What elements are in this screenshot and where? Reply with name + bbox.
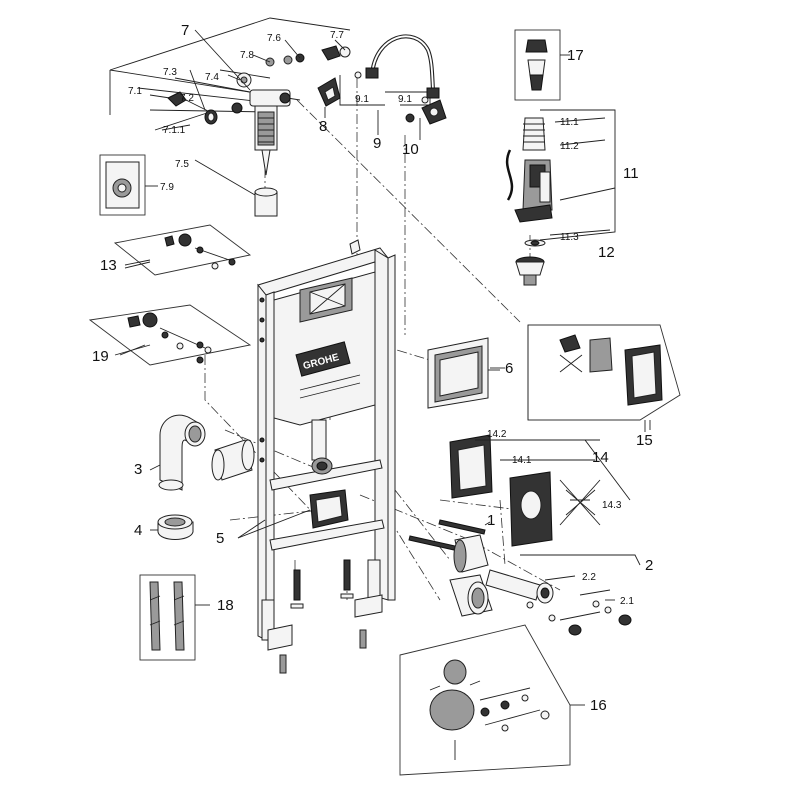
label-2-2: 2.2	[582, 572, 596, 583]
label-12: 12	[598, 244, 615, 261]
label-7-4: 7.4	[205, 72, 219, 83]
label-13: 13	[100, 257, 117, 274]
part-12-outlet	[515, 256, 545, 286]
part-pipe-connector	[211, 439, 255, 481]
label-5: 5	[216, 530, 224, 547]
part-7-small-fittings	[167, 45, 351, 125]
label-14-3: 14.3	[602, 500, 622, 511]
label-14-2: 14.2	[487, 429, 507, 440]
part-8-connector	[317, 77, 341, 107]
label-7-9: 7.9	[160, 182, 174, 193]
label-9-1a: 9.1	[355, 94, 369, 105]
part-6-inspection-box	[427, 337, 500, 409]
part-3-bend-pipe	[158, 414, 206, 491]
label-15: 15	[636, 432, 653, 449]
part-floor-bolts	[279, 559, 367, 674]
part-9-hose	[354, 34, 440, 104]
label-7-3: 7.3	[163, 67, 177, 78]
part-17-box	[514, 29, 570, 101]
label-7-6: 7.6	[267, 33, 281, 44]
label-11-2: 11.2	[560, 141, 579, 152]
label-1: 1	[487, 512, 495, 529]
label-17: 17	[567, 47, 584, 64]
callout-frame-7	[109, 17, 351, 131]
part-13-panel	[113, 224, 252, 276]
label-16: 16	[590, 697, 607, 714]
label-18: 18	[217, 597, 234, 614]
leader-lines	[114, 29, 646, 706]
label-4: 4	[134, 522, 142, 539]
label-2: 2	[645, 557, 653, 574]
label-7-1-1: 7.1.1	[163, 125, 186, 136]
part-15-box	[527, 324, 681, 430]
part-10-angle-valve	[405, 99, 447, 125]
label-19: 19	[92, 348, 109, 365]
label-14: 14	[592, 449, 609, 466]
part-labels: 7 7.6 7.7 7.8 7.3 7.4 7.1 7.2 7.1.1 7.5 …	[92, 22, 653, 714]
part-11-flush-valve	[505, 117, 553, 247]
label-7-1: 7.1	[128, 86, 142, 97]
label-3: 3	[134, 461, 142, 478]
label-7-5: 7.5	[175, 159, 189, 170]
label-9: 9	[373, 135, 381, 152]
label-7-2: 7.2	[180, 93, 194, 104]
label-6: 6	[505, 360, 513, 377]
part-19-panel	[88, 304, 252, 366]
part-14-actuator	[449, 434, 601, 547]
callout-frame-9	[339, 75, 431, 106]
label-10: 10	[402, 141, 419, 158]
installation-frame: GROHE	[257, 239, 396, 651]
label-14-1: 14.1	[512, 455, 532, 466]
label-11-1: 11.1	[560, 117, 579, 128]
label-11: 11	[623, 165, 639, 182]
part-4-cap	[157, 514, 194, 540]
label-7-8: 7.8	[240, 50, 254, 61]
label-11-3: 11.3	[560, 232, 579, 243]
label-7-7: 7.7	[330, 30, 344, 41]
callout-frame-11	[539, 109, 616, 241]
label-2-1: 2.1	[620, 596, 634, 607]
label-7: 7	[181, 22, 189, 39]
part-18-box	[139, 574, 210, 661]
part-7-fill-valve	[249, 89, 291, 217]
label-8: 8	[319, 118, 327, 135]
label-9-1b: 9.1	[398, 94, 412, 105]
part-2-pipe-set	[449, 534, 632, 636]
part-16-sound-panel	[399, 624, 571, 776]
part-7-9-card	[99, 154, 158, 216]
